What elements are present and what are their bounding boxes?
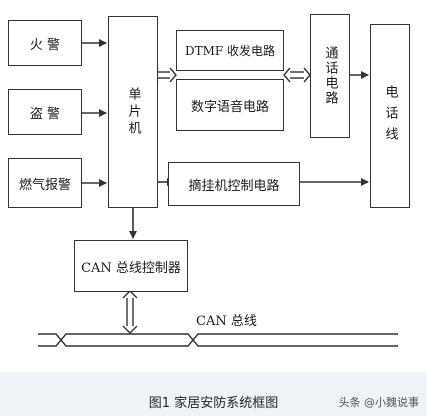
dtmf-call-bidirectional-arrow bbox=[283, 67, 311, 83]
hookswitch-box: 摘挂机控制电路 bbox=[168, 162, 300, 206]
can-bus-line bbox=[38, 333, 398, 347]
mcu-label: 单片机 bbox=[125, 86, 141, 138]
watermark-text: 头条 @小魏说事 bbox=[338, 396, 420, 409]
voice-label: 数字语音电路 bbox=[190, 99, 269, 115]
caption-bar bbox=[0, 372, 427, 416]
theft-alarm-box: 盗 警 bbox=[8, 89, 82, 135]
mcu-box: 单片机 bbox=[108, 16, 158, 208]
can-bus-bidirectional-arrow bbox=[122, 290, 138, 334]
figure-caption: 图1 家居安防系统框图 bbox=[148, 396, 279, 411]
voice-box: 数字语音电路 bbox=[176, 79, 284, 131]
theft-alarm-label: 盗 警 bbox=[29, 106, 61, 122]
call-circuit-label: 通话电路 bbox=[322, 46, 338, 106]
dtmf-label: DTMF 收发电路 bbox=[184, 44, 276, 58]
can-controller-box: CAN 总线控制器 bbox=[74, 240, 188, 292]
call-circuit-box: 通话电路 bbox=[310, 14, 350, 138]
dtmf-box: DTMF 收发电路 bbox=[176, 30, 284, 71]
can-controller-label: CAN 总线控制器 bbox=[81, 260, 181, 276]
gas-alarm-box: 燃气报警 bbox=[8, 158, 82, 208]
phone-line-label: 电话线 bbox=[382, 84, 398, 148]
fire-alarm-label: 火 警 bbox=[29, 37, 61, 53]
can-bus-label: CAN 总线 bbox=[196, 314, 257, 329]
phone-line-box: 电话线 bbox=[370, 24, 410, 208]
hookswitch-label: 摘挂机控制电路 bbox=[188, 178, 280, 194]
block-diagram: 火 警 盗 警 燃气报警 单片机 DTMF 收发电路 数字语音电路 通话电路 电… bbox=[8, 14, 410, 347]
gas-alarm-label: 燃气报警 bbox=[18, 177, 71, 193]
fire-alarm-box: 火 警 bbox=[8, 20, 82, 66]
